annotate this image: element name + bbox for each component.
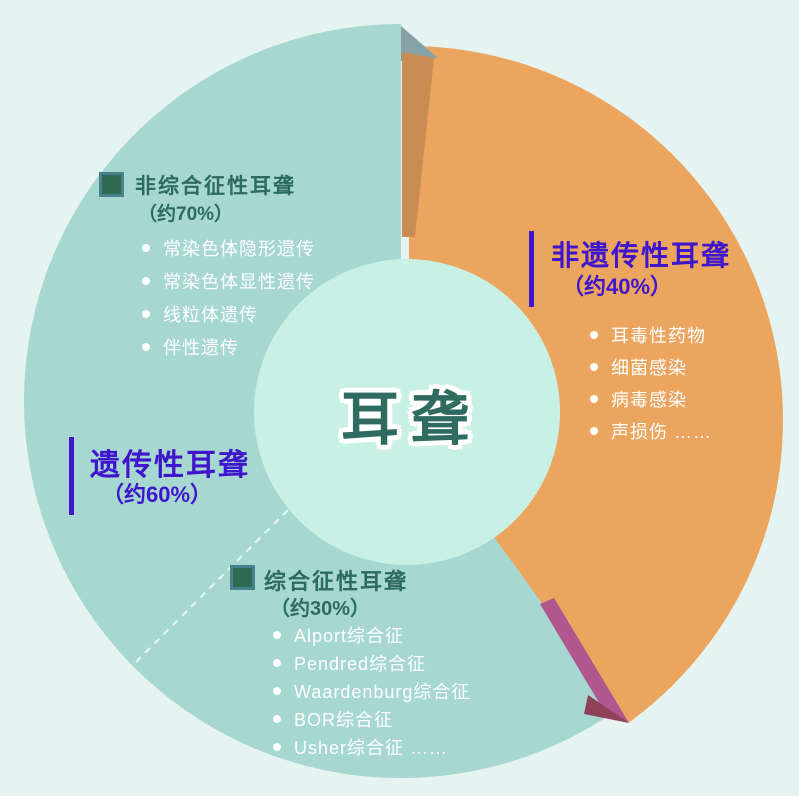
list-item: 常染色体隐形遗传 — [142, 231, 315, 264]
syndromic-list: Alport综合征 Pendred综合征 Waardenburg综合征 BOR综… — [273, 621, 470, 761]
list-item: 细菌感染 — [590, 351, 712, 383]
section-accent-bar — [69, 437, 74, 515]
list-item: 线粒体遗传 — [142, 297, 315, 330]
fold-shadow-maroon-icon — [584, 695, 629, 723]
nonsyndromic-heading: 非综合征性耳聋 — [135, 175, 296, 198]
bullet-icon — [273, 659, 281, 667]
hereditary-heading: 遗传性耳聋 — [90, 449, 250, 482]
bullet-icon — [142, 342, 150, 351]
list-item-label: 伴性遗传 — [163, 337, 239, 358]
fold-shadow-magenta-icon — [540, 598, 629, 723]
bullet-icon — [590, 395, 598, 403]
list-item-label: 声损伤 …… — [611, 422, 713, 442]
nonhereditary-list: 耳毒性药物 细菌感染 病毒感染 声损伤 …… — [590, 319, 712, 447]
nonsyndromic-list: 常染色体隐形遗传 常染色体显性遗传 线粒体遗传 伴性遗传 — [142, 231, 315, 363]
bullet-icon — [273, 631, 281, 639]
fold-shadow-strip-icon — [402, 52, 434, 237]
hereditary-percent: （约60%） — [102, 482, 213, 507]
list-item-label: Pendred综合征 — [294, 654, 427, 674]
syndromic-percent: （约30%） — [270, 598, 371, 620]
bullet-icon — [590, 331, 598, 339]
list-item: Waardenburg综合征 — [273, 677, 470, 705]
legend-square-icon — [99, 172, 124, 197]
section-accent-bar — [529, 231, 534, 307]
nonhereditary-percent: （约40%） — [562, 274, 673, 299]
list-item: 常染色体显性遗传 — [142, 264, 315, 297]
list-item: Usher综合征 …… — [273, 733, 470, 761]
list-item: Pendred综合征 — [273, 649, 470, 677]
bullet-icon — [142, 309, 150, 318]
list-item-label: Usher综合征 …… — [294, 738, 449, 758]
page-title: 耳聋 — [340, 387, 481, 452]
list-item-label: Alport综合征 — [294, 626, 405, 646]
bullet-icon — [273, 715, 281, 723]
list-item: 耳毒性药物 — [590, 319, 712, 351]
list-item: 声损伤 …… — [590, 415, 712, 447]
syndromic-heading: 综合征性耳聋 — [264, 569, 409, 594]
list-item: 伴性遗传 — [142, 330, 315, 363]
list-item: 病毒感染 — [590, 383, 712, 415]
list-item-label: 耳毒性药物 — [611, 326, 706, 346]
bullet-icon — [590, 427, 598, 435]
center-circle — [254, 259, 560, 565]
list-item: Alport综合征 — [273, 621, 470, 649]
list-item-label: 病毒感染 — [611, 390, 687, 410]
list-item: BOR综合征 — [273, 705, 470, 733]
nonhereditary-heading: 非遗传性耳聋 — [551, 240, 732, 271]
list-item-label: BOR综合征 — [294, 710, 394, 730]
list-item-label: 细菌感染 — [611, 358, 687, 378]
legend-square-icon — [230, 565, 255, 590]
nonsyndromic-percent: （约70%） — [138, 204, 234, 225]
bullet-icon — [590, 363, 598, 371]
nonhereditary-slice — [409, 46, 784, 723]
fold-shadow-top-icon — [401, 26, 438, 61]
bullet-icon — [273, 687, 281, 695]
list-item-label: 常染色体隐形遗传 — [163, 238, 315, 259]
bullet-icon — [273, 743, 281, 751]
list-item-label: 常染色体显性遗传 — [163, 271, 315, 292]
bullet-icon — [142, 276, 150, 285]
list-item-label: 线粒体遗传 — [163, 304, 258, 325]
list-item-label: Waardenburg综合征 — [294, 682, 471, 702]
bullet-icon — [142, 243, 150, 252]
